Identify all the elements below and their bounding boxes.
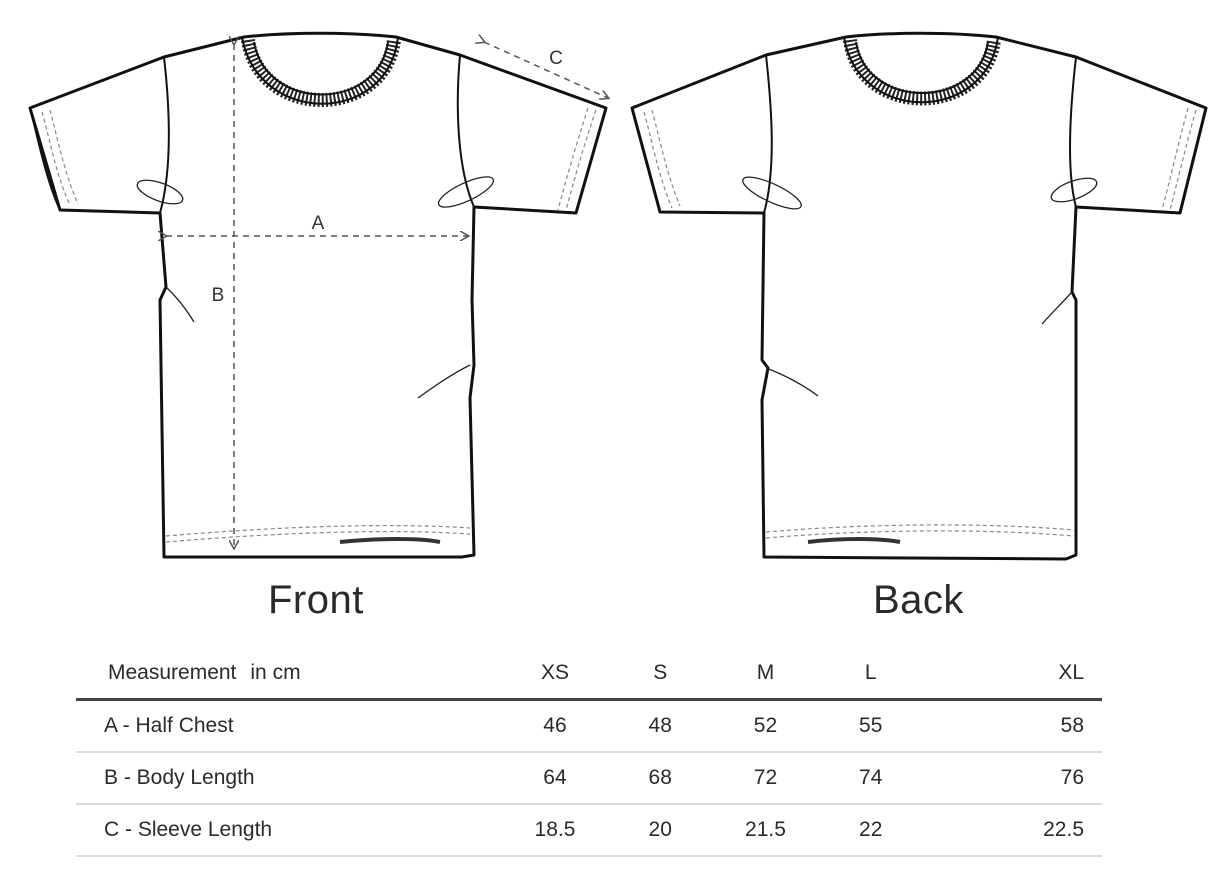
table-cell: 58 xyxy=(909,699,1102,753)
table-cell: 55 xyxy=(832,699,909,753)
table-row: C - Sleeve Length 18.5 20 21.5 22 22.5 xyxy=(76,804,1102,857)
table-cell: 76 xyxy=(909,752,1102,805)
measurement-header: Measurement in cm xyxy=(76,648,488,701)
row-label-half-chest: A - Half Chest xyxy=(76,699,488,753)
table-cell: 18.5 xyxy=(488,804,622,857)
tshirt-diagram: A B C xyxy=(28,31,1208,561)
marker-a: A xyxy=(312,213,325,234)
front-stitch-details xyxy=(41,107,597,543)
table-cell: 64 xyxy=(488,752,622,805)
back-stitch-details xyxy=(643,107,1197,539)
size-header-xl: XL xyxy=(909,648,1102,701)
table-cell: 22 xyxy=(832,804,909,857)
size-header-m: M xyxy=(698,648,833,701)
measurement-lines xyxy=(166,42,608,548)
table-row: B - Body Length 64 68 72 74 76 xyxy=(76,752,1102,805)
table-cell: 52 xyxy=(698,699,833,753)
front-view-label: Front xyxy=(268,578,364,622)
table-cell: 21.5 xyxy=(698,804,833,857)
table-cell: 68 xyxy=(621,752,699,805)
sleeve-length-line xyxy=(484,42,608,98)
front-fold-lines xyxy=(136,176,495,544)
back-view-label: Back xyxy=(873,578,964,622)
table-cell: 22.5 xyxy=(909,804,1102,857)
size-header-s: S xyxy=(621,648,699,701)
back-fold-lines xyxy=(742,176,1098,544)
table-cell: 46 xyxy=(488,699,622,753)
back-collar xyxy=(843,36,1001,106)
size-chart-table: Measurement in cm XS S M L XL A - Half Ch… xyxy=(76,648,1102,857)
front-shirt-outline xyxy=(28,31,608,559)
size-header-xs: XS xyxy=(488,648,622,701)
back-shirt-outline xyxy=(630,31,1208,561)
size-header-l: L xyxy=(832,648,909,701)
table-cell: 48 xyxy=(621,699,699,753)
front-collar xyxy=(241,36,401,107)
measurement-header-label: Measurement xyxy=(108,661,237,684)
table-cell: 20 xyxy=(621,804,699,857)
marker-b: B xyxy=(212,285,225,306)
row-label-body-length: B - Body Length xyxy=(76,752,488,805)
table-header-row: Measurement in cm XS S M L XL xyxy=(76,648,1102,701)
unit-label: in cm xyxy=(250,661,301,684)
table-row: A - Half Chest 46 48 52 55 58 xyxy=(76,699,1102,753)
table-cell: 72 xyxy=(698,752,833,805)
table-cell: 74 xyxy=(832,752,909,805)
row-label-sleeve-length: C - Sleeve Length xyxy=(76,804,488,857)
marker-c: C xyxy=(549,48,563,69)
